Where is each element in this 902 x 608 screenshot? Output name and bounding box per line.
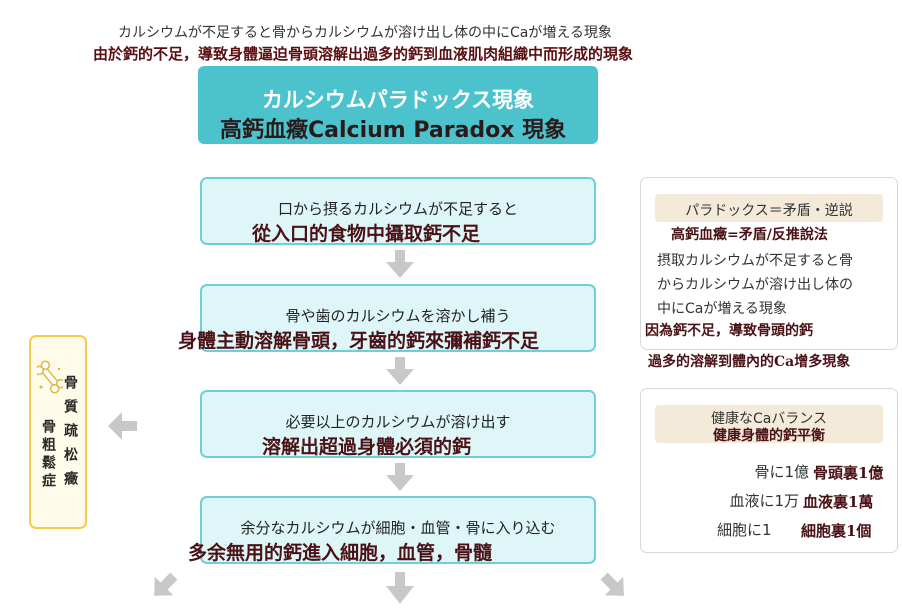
balance-head-jp: 健康なCaバランス	[710, 411, 828, 427]
step-3-jp: 必要以上のカルシウムが溶け出す	[285, 413, 511, 431]
title-box: カルシウムパラドックス現象 高鈣血癥Calcium Paradox 現象	[198, 66, 598, 144]
header-zh: 由於鈣的不足，導致身體逼迫骨頭溶解出過多的鈣到血液肌肉組織中而形成的現象	[93, 45, 634, 63]
step-2-zh: 身體主動溶解骨頭，牙齒的鈣來彌補鈣不足	[178, 330, 540, 352]
step-4: 余分なカルシウムが細胞・血管・骨に入り込む 多余無用的鈣進入細胞，血管，骨髓	[188, 496, 596, 564]
osteoporosis-zh: 骨質疏松癥	[62, 375, 78, 495]
balance-row-3-zh: 細胞裏1個	[801, 522, 872, 540]
arrow-down-1	[386, 250, 414, 278]
arrow-down-4	[386, 572, 414, 604]
bone-icon	[37, 360, 63, 394]
balance-row-2-zh: 血液裏1萬	[803, 493, 874, 511]
balance-panel: 健康なCaバランス 健康身體的鈣平衡 骨に1億 骨頭裏1億 血液に1万 血液裏1…	[640, 388, 898, 553]
step-1-zh: 從入口的食物中攝取鈣不足	[252, 223, 481, 245]
step-4-zh: 多余無用的鈣進入細胞，血管，骨髓	[188, 542, 493, 564]
paradox-panel: パラドックス＝矛盾・逆説 高鈣血癥=矛盾/反推說法 摂取カルシウムが不足すると骨…	[640, 177, 898, 350]
balance-row-1-zh: 骨頭裏1億	[813, 464, 884, 482]
title-zh: 高鈣血癥Calcium Paradox 現象	[220, 118, 567, 143]
osteoporosis-jp: 骨粗鬆症	[40, 419, 56, 491]
paradox-body-zh-2: 過多的溶解到體內的Ca增多現象	[648, 354, 851, 370]
arrow-down-2	[386, 357, 414, 385]
arrow-diag-right	[600, 572, 624, 596]
arrow-down-3	[386, 463, 414, 491]
step-4-jp: 余分なカルシウムが細胞・血管・骨に入り込む	[240, 519, 556, 537]
step-3: 必要以上のカルシウムが溶け出す 溶解出超過身體必須的鈣	[200, 390, 596, 458]
paradox-panel-head: パラドックス＝矛盾・逆説	[655, 194, 883, 222]
paradox-head-zh: 高鈣血癥=矛盾/反推說法	[671, 227, 828, 243]
step-1: 口から摂るカルシウムが不足すると 從入口的食物中攝取鈣不足	[200, 177, 596, 245]
paradox-body-jp-1: 摂取カルシウムが不足すると骨	[657, 253, 853, 269]
balance-panel-head: 健康なCaバランス 健康身體的鈣平衡	[655, 405, 883, 444]
paradox-body-jp-3: 中にCaが増える現象	[657, 301, 787, 317]
balance-row-2-jp: 血液に1万	[729, 492, 799, 510]
balance-row-1-jp: 骨に1億	[754, 463, 809, 481]
arrow-left	[108, 412, 137, 440]
paradox-body-zh-1: 因為鈣不足，導致骨頭的鈣	[645, 323, 813, 339]
arrow-diag-left	[154, 572, 178, 596]
balance-row-3-jp: 細胞に1	[717, 521, 772, 539]
header-jp: カルシウムが不足すると骨からカルシウムが溶け出し体の中にCaが増える現象	[118, 25, 612, 41]
step-2-jp: 骨や歯のカルシウムを溶かし補う	[285, 307, 511, 325]
paradox-body-jp-2: からカルシウムが溶け出し体の	[657, 277, 853, 293]
title-jp: カルシウムパラドックス現象	[261, 88, 535, 112]
osteoporosis-box: 骨質疏松癥 骨粗鬆症	[29, 335, 87, 529]
balance-head-zh: 健康身體的鈣平衡	[713, 428, 825, 444]
step-2: 骨や歯のカルシウムを溶かし補う 身體主動溶解骨頭，牙齒的鈣來彌補鈣不足	[178, 284, 596, 352]
step-1-jp: 口から摂るカルシウムが不足すると	[277, 200, 518, 218]
paradox-head-jp: パラドックス＝矛盾・逆説	[685, 203, 853, 219]
step-3-zh: 溶解出超過身體必須的鈣	[262, 436, 472, 458]
